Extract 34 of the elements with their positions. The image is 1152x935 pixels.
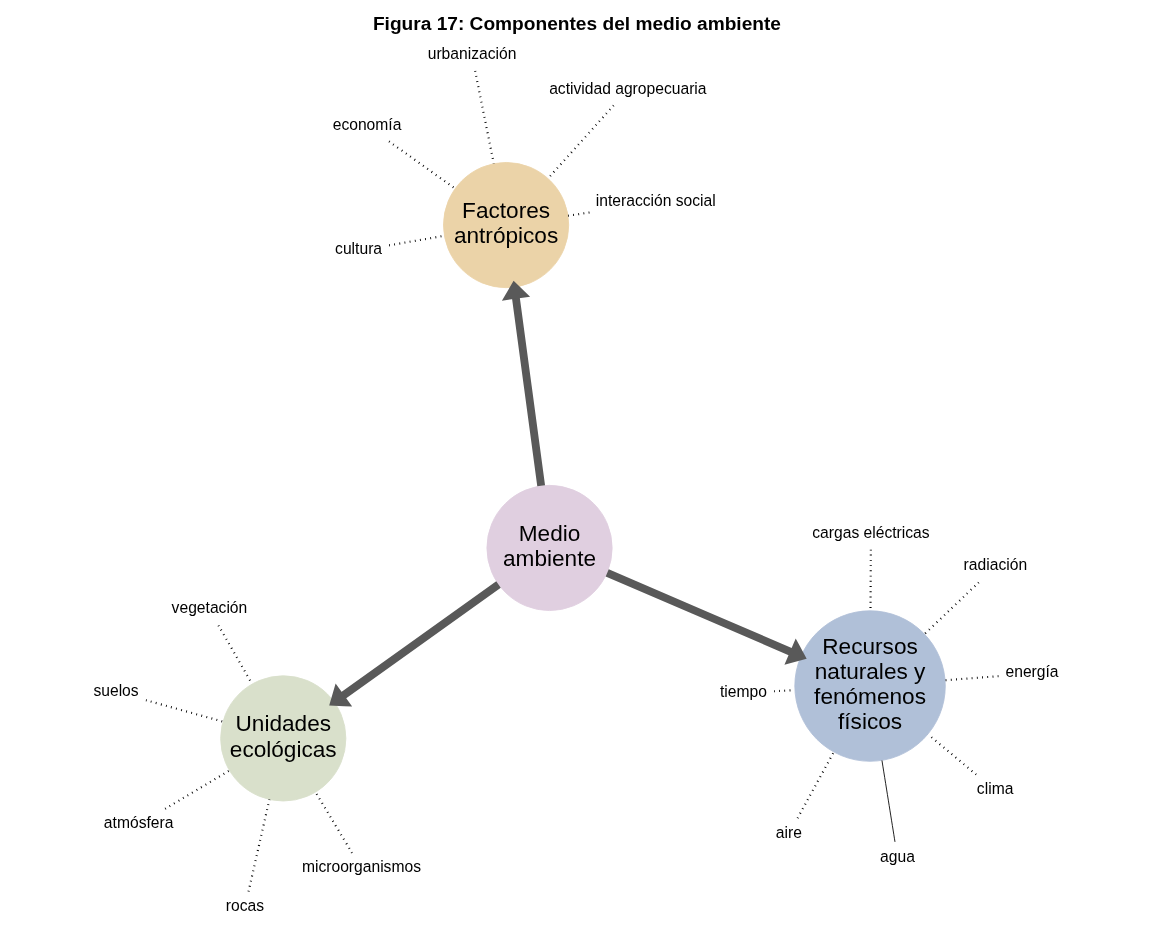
node-text: clima [976, 780, 1014, 798]
node-text: suelos [93, 681, 139, 699]
node-text: actividad agropecuaria [549, 79, 707, 97]
connector [145, 699, 224, 723]
node-circle: Factores antrópicos [443, 162, 570, 289]
node-text: agua [880, 847, 915, 865]
node-text: rocas [225, 897, 265, 915]
node-text: cultura [335, 240, 383, 258]
node-text: urbanización [427, 45, 517, 63]
connector [247, 799, 271, 892]
node-text: vegetación [171, 599, 248, 617]
connector [164, 769, 230, 810]
connector [796, 751, 835, 819]
node-text: radiación [963, 556, 1028, 574]
arrow [501, 280, 546, 487]
node-text: aire [775, 823, 802, 841]
node-circle: Recursos naturales y fenómenos físicos [794, 610, 946, 762]
arrow [329, 581, 501, 707]
node-text: atmósfera [103, 814, 174, 832]
node-text: interacción social [595, 192, 716, 210]
node-text: cargas eléctricas [812, 523, 930, 541]
connector [923, 581, 980, 635]
diagram-title: Figura 17: Componentes del medio ambiente [372, 12, 782, 34]
node-text: tiempo [720, 682, 767, 700]
connector [567, 211, 590, 217]
node-text: economía [332, 115, 402, 133]
node-text: energía [1005, 663, 1059, 681]
connector [881, 760, 896, 843]
connector [388, 140, 456, 190]
node-circle: Medio ambiente [486, 484, 613, 611]
node-circle: Unidades ecológicas [220, 675, 347, 802]
arrow [605, 569, 807, 665]
node-text: microorganismos [301, 858, 421, 876]
connector [314, 791, 353, 854]
